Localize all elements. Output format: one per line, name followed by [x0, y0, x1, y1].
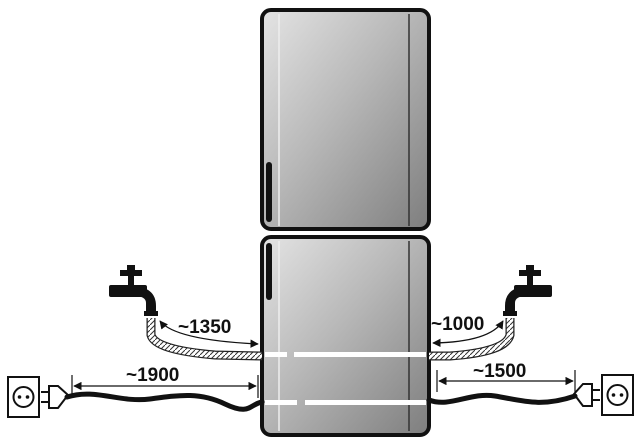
left-hose-length-label: ~1350	[178, 317, 231, 338]
left-cable-length-label: ~1900	[126, 365, 179, 386]
water-tap-icon	[503, 265, 552, 316]
right-hose-dimension: ~1000	[431, 314, 504, 348]
left-hose-dimension: ~1350	[159, 317, 259, 348]
connection-stripe-upper	[265, 352, 426, 357]
fridge-lower-door	[260, 235, 431, 437]
left-power-cable	[64, 391, 265, 412]
right-cable-dimension: ~1500	[436, 361, 576, 392]
fridge-upper-door	[260, 8, 431, 231]
left-cable-dimension: ~1900	[71, 365, 259, 398]
right-water-hose	[429, 318, 515, 361]
power-plug-icon	[572, 383, 600, 407]
connection-stripe-lower	[265, 400, 426, 405]
lower-door-handle	[266, 243, 272, 300]
water-tap-icon	[109, 265, 158, 316]
power-socket-icon	[7, 376, 40, 418]
right-cable-length-label: ~1500	[473, 361, 526, 382]
right-power-cable	[426, 392, 578, 405]
power-plug-icon	[41, 385, 70, 409]
right-hose-length-label: ~1000	[431, 314, 484, 335]
upper-door-handle	[266, 162, 272, 222]
refrigerator	[260, 8, 431, 437]
power-socket-icon	[601, 374, 634, 416]
